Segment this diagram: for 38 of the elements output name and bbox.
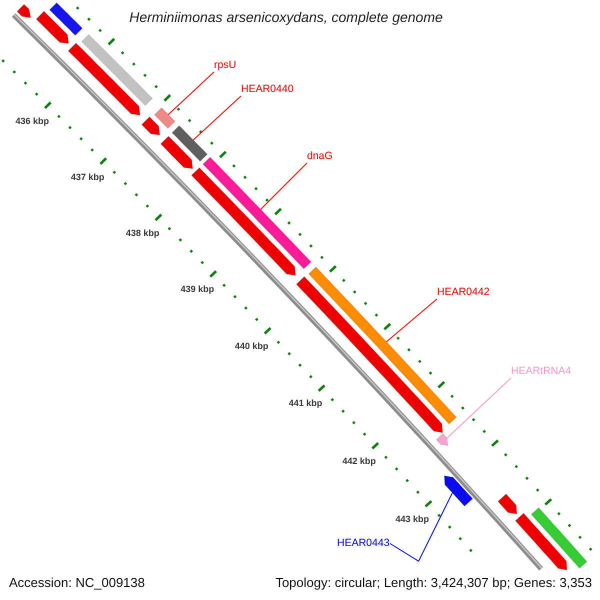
leader-line — [168, 72, 214, 116]
gene-bar — [154, 107, 176, 129]
leader-line — [260, 162, 308, 210]
pointed-gene-bar — [498, 494, 518, 514]
scale-label: 442 kbp — [342, 456, 376, 466]
pointed-gene-bar — [436, 433, 448, 446]
scale-label: 437 kbp — [70, 172, 104, 182]
pointed-gene-bar — [68, 42, 140, 116]
leader-line — [446, 378, 512, 439]
title: Herminiimonas arsenicoxydans, complete genome — [129, 9, 443, 25]
pointed-gene-bar — [444, 475, 474, 507]
gene-bar — [49, 2, 83, 36]
gene-bar — [81, 34, 153, 106]
pointed-gene-bar — [36, 10, 69, 44]
pointed-gene-bar — [160, 136, 193, 169]
gene-label: HEAR0443 — [337, 537, 390, 550]
pointed-gene-bar — [191, 167, 296, 276]
scale-label: 436 kbp — [15, 116, 49, 126]
scale-label: 440 kbp — [234, 340, 268, 351]
gene-label: HEARtRNA4 — [511, 365, 572, 378]
gene-label: rpsU — [214, 59, 236, 72]
pointed-gene-bar — [514, 512, 568, 570]
pointed-gene-bar — [16, 4, 31, 18]
scale-label: 439 kbp — [180, 284, 214, 294]
pointed-gene-bar — [141, 116, 160, 136]
gene-label: HEAR0442 — [437, 286, 490, 299]
gene-bar — [530, 507, 588, 569]
gene-label: HEAR0440 — [241, 83, 294, 96]
leader-line — [390, 492, 453, 562]
scale-label: 441 kbp — [288, 398, 322, 408]
genome-stats-text: Topology: circular; Length: 3,424,307 bp; Genes: 3,353 — [275, 575, 592, 590]
gene-bar — [172, 125, 208, 162]
gene-label: dnaG — [307, 150, 333, 163]
accession-text: Accession: NC_009138 — [9, 575, 145, 590]
leader-line — [386, 298, 438, 342]
scale-label: 443 kbp — [395, 514, 429, 524]
scale-label: 438 kbp — [126, 228, 160, 238]
leader-line — [192, 96, 242, 140]
